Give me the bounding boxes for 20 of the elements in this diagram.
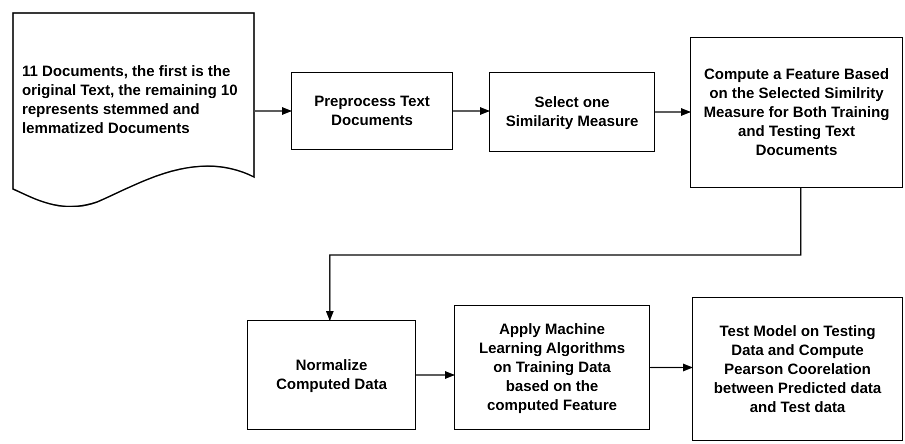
arrow — [416, 371, 455, 379]
box-label: Preprocess Text Documents — [313, 92, 431, 130]
document-shape — [12, 12, 255, 207]
box-label: Apply Machine Learning Algorithms on Training Data based on the computed Feature — [478, 320, 626, 415]
box-label: 11 Documents, the first is the original Text, the remaining 10 represents stemmed and lemmatized Documents — [22, 62, 239, 138]
process-box — [291, 72, 453, 150]
box-label: Select one Similarity Measure — [504, 93, 640, 131]
process-box — [247, 320, 416, 430]
box-label: Normalize Computed Data — [275, 356, 388, 394]
arrow — [453, 107, 490, 115]
arrow — [326, 188, 802, 321]
process-box — [692, 297, 903, 441]
process-box — [454, 305, 650, 430]
box-label: Test Model on Testing Data and Compute Pearson Coorelation between Predicted data and Test data — [712, 322, 882, 416]
box-label: Compute a Feature Based on the Selected Similrity Measure for Both Training and Testing Text Documents — [702, 65, 890, 160]
arrow — [655, 108, 691, 116]
process-box — [489, 72, 655, 152]
arrow — [255, 107, 292, 115]
arrow — [650, 364, 693, 372]
process-box — [690, 37, 903, 188]
